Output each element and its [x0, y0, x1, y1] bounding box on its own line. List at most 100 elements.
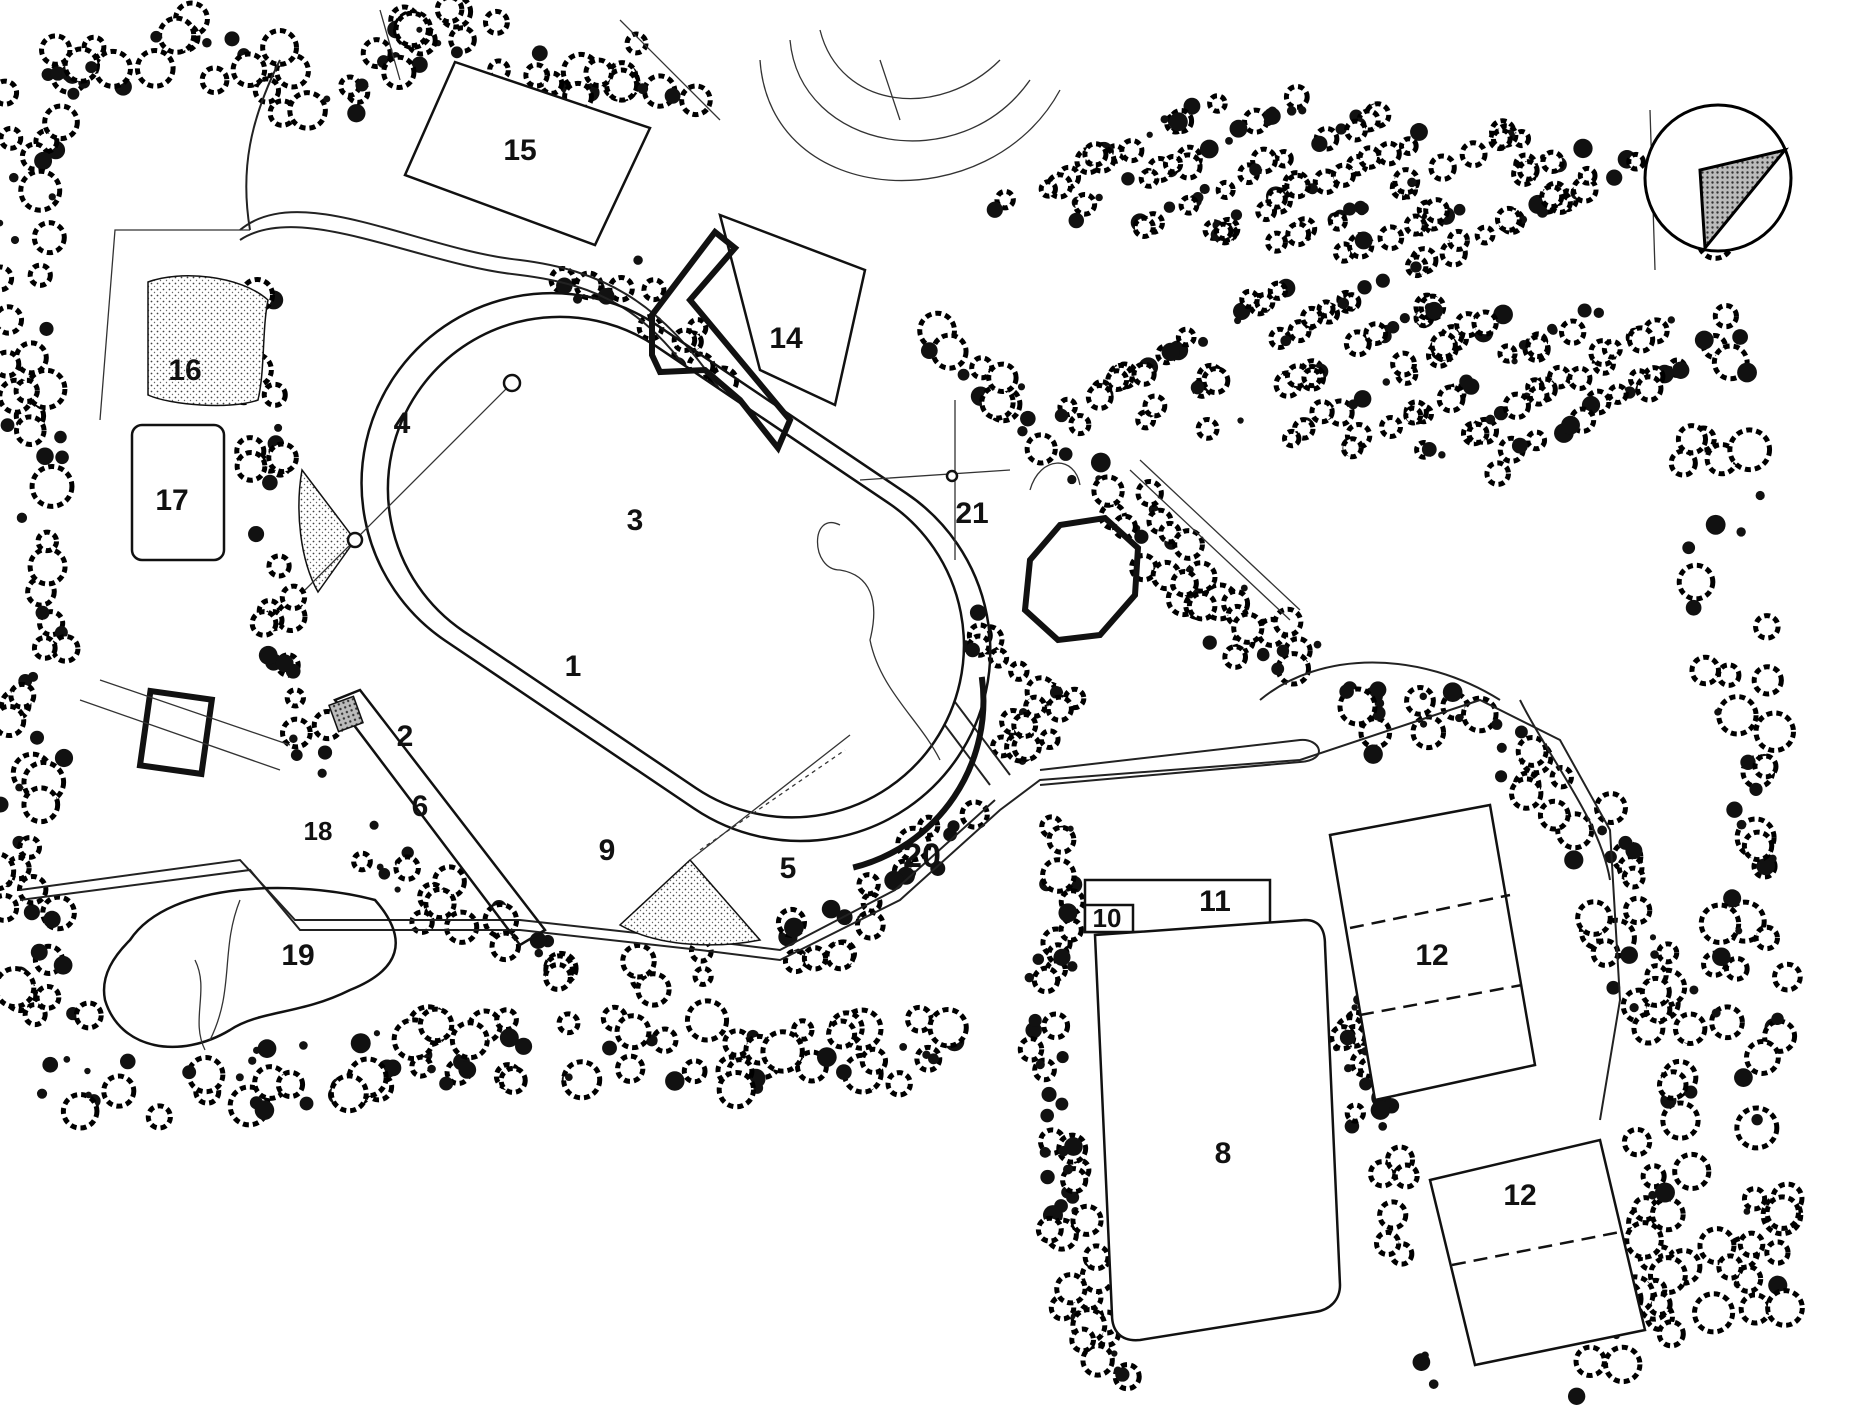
tree-icon: [1242, 107, 1270, 135]
shrub-icon: [1438, 451, 1446, 459]
label-track-3: 3: [627, 504, 644, 537]
tree-icon: [1635, 374, 1664, 403]
shrub-icon: [1280, 335, 1292, 347]
tree-icon: [1727, 427, 1773, 473]
tree-icon: [1660, 1100, 1701, 1141]
tree-icon: [1041, 1011, 1071, 1041]
tree-icon: [1023, 694, 1048, 719]
shrub-icon: [30, 943, 48, 961]
shrub-icon: [35, 605, 50, 620]
shrub-icon: [1694, 330, 1714, 350]
shrub-icon: [53, 955, 73, 975]
tree-icon: [482, 8, 510, 36]
tree-icon: [1091, 474, 1125, 508]
tree-icon: [1285, 221, 1312, 248]
tree-icon: [1540, 149, 1565, 174]
tree-icon: [0, 966, 37, 1010]
tree-icon: [18, 168, 63, 213]
shrub-icon: [1495, 770, 1508, 783]
tree-icon: [494, 1007, 519, 1032]
shrub-icon: [235, 1073, 244, 1082]
tree-icon: [39, 33, 73, 67]
shrub-icon: [1740, 754, 1756, 770]
shrub-icon: [67, 87, 80, 100]
shrub-icon: [1337, 297, 1350, 310]
tree-icon: [1539, 184, 1565, 210]
shrub-icon: [821, 899, 841, 919]
shrub-icon: [55, 450, 69, 465]
tree-icon: [1555, 811, 1595, 851]
shrub-icon: [1606, 169, 1623, 186]
shrub-icon: [450, 46, 463, 59]
shrub-icon: [150, 30, 162, 43]
tree-icon: [1035, 1215, 1064, 1244]
tree-icon: [1201, 366, 1231, 396]
shrub-icon: [458, 1060, 477, 1079]
tree-icon: [930, 332, 969, 371]
label-field-5: 5: [780, 852, 797, 885]
tree-icon: [1525, 429, 1548, 452]
label-field-4: 4: [394, 407, 411, 440]
tree-icon: [1379, 415, 1403, 439]
shrub-icon: [1067, 825, 1074, 832]
tree-icon: [1215, 179, 1236, 200]
shrub-icon: [0, 796, 9, 813]
shrub-icon: [394, 886, 401, 893]
tree-icon: [1716, 1253, 1744, 1281]
shrub-icon: [1286, 106, 1297, 116]
tree-icon: [1172, 528, 1205, 561]
tree-icon: [1062, 686, 1087, 711]
field-15: [403, 60, 652, 247]
shrub-icon: [1041, 1086, 1057, 1102]
tree-icon: [1716, 694, 1759, 737]
tree-icon: [986, 361, 1019, 394]
shrub-icon: [427, 1064, 436, 1074]
shrub-icon: [534, 948, 544, 958]
tree-icon: [641, 277, 667, 303]
tree-icon: [1446, 228, 1470, 252]
shrub-icon: [922, 1050, 931, 1060]
tree-icon: [1024, 432, 1058, 466]
shrub-icon: [63, 1056, 71, 1063]
tree-icon: [1392, 1162, 1420, 1190]
tree-icon: [1471, 309, 1499, 337]
shrub-icon: [248, 1056, 257, 1065]
tree-icon: [1741, 829, 1775, 863]
tree-icon: [1649, 1196, 1686, 1233]
shrub-icon: [1597, 825, 1608, 836]
tree-icon: [1272, 606, 1304, 638]
shrub-icon: [1771, 1012, 1784, 1026]
shrub-icon: [36, 447, 54, 465]
tree-icon: [760, 1029, 805, 1074]
tree-icon: [692, 965, 714, 987]
tree-icon: [1459, 140, 1488, 169]
shrub-icon: [39, 321, 54, 336]
label-plaza-20: 20: [903, 837, 941, 875]
tree-icon: [1573, 1344, 1607, 1379]
tree-icon: [29, 464, 75, 509]
tree-icon: [615, 1053, 646, 1084]
tree-icon: [42, 103, 80, 142]
tree-icon: [671, 327, 698, 354]
tree-icon: [1186, 590, 1218, 622]
tree-icon: [21, 785, 61, 825]
label-field-16: 16: [168, 354, 201, 387]
tree-icon: [393, 854, 421, 882]
tree-icon: [1046, 824, 1077, 855]
tree-icon: [199, 65, 230, 96]
tree-icon: [13, 414, 47, 447]
tree-icon: [1135, 478, 1164, 508]
tree-icon: [1403, 213, 1427, 237]
vegetation-layer: [0, 0, 1805, 1405]
tree-icon: [0, 264, 15, 293]
shrub-icon: [257, 1039, 277, 1059]
tree-icon: [0, 78, 20, 107]
shrub-icon: [1256, 648, 1270, 662]
tree-icon: [856, 872, 881, 897]
tree-icon: [1058, 917, 1084, 943]
tree-icon: [230, 51, 268, 89]
shrub-icon: [290, 749, 303, 762]
tree-icon: [1590, 938, 1621, 968]
tree-icon: [1082, 1243, 1111, 1272]
tree-icon: [1525, 334, 1551, 360]
